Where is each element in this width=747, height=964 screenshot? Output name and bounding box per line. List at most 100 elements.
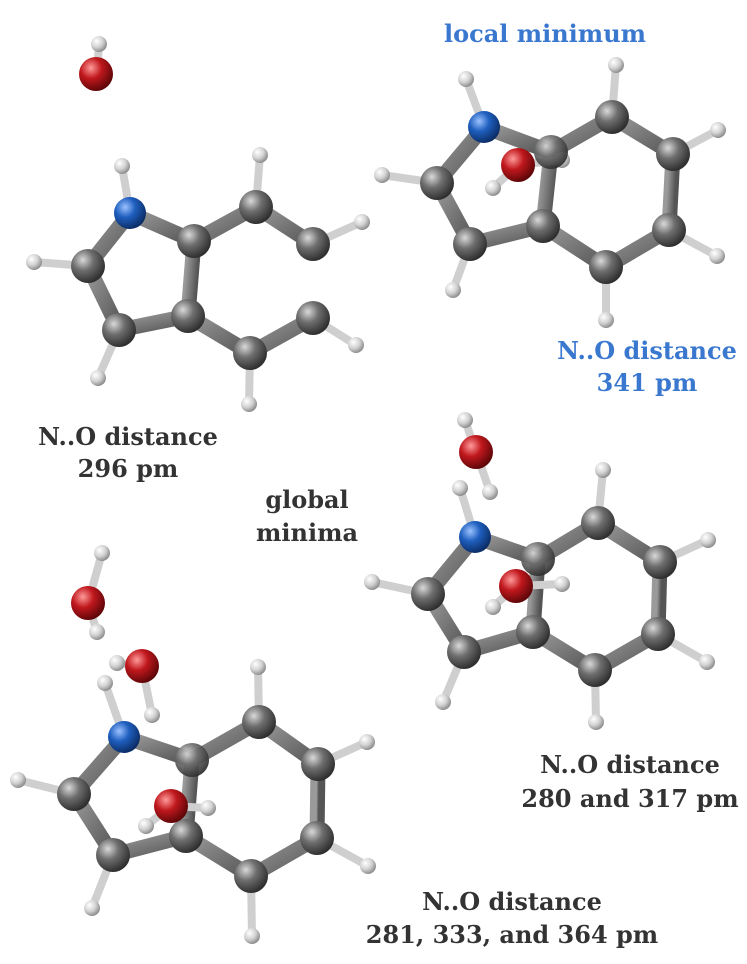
nitrogen-atom [114,197,146,229]
oxygen-atom [79,57,113,91]
water-molecule [79,36,113,91]
carbon-atom [175,743,209,777]
hydrogen-atom [699,654,715,670]
structure-3-distance-label: N..O distance [540,750,720,779]
hydrogen-atom [457,412,473,428]
hydrogen-atom [26,254,42,270]
carbon-atom [521,542,555,576]
hydrogen-atom [90,370,106,386]
local-minimum-label: local minimum [444,19,646,48]
carbon-atom [643,545,677,579]
hydrogen-atom [374,167,390,183]
structure-3-distance-value: 280 and 317 pm [521,784,738,813]
carbon-atom [595,100,629,134]
carbon-atom [453,227,487,261]
indole-atoms [374,57,726,328]
hydrogen-atom [144,707,160,723]
global-minima-label-line2: minima [256,518,358,547]
nitrogen-atom [108,721,140,753]
hydrogen-atom [359,734,375,750]
carbon-atom [239,190,273,224]
oxygen-atom [501,148,535,182]
hydrogen-atom [250,659,266,675]
carbon-atom [641,617,675,651]
water-molecule [485,569,570,615]
carbon-atom [301,747,335,781]
structure-4-distance-value: 281, 333, and 364 pm [366,920,658,949]
hydrogen-atom [435,694,451,710]
hydrogen-atom [608,57,624,73]
carbon-atom [526,209,560,243]
nitrogen-atom [459,521,491,553]
hydrogen-atom [91,36,107,52]
structure-3-indole-two-waters [364,412,716,730]
water-molecule [138,789,216,834]
carbon-atom [578,653,612,687]
hydrogen-atom [458,71,474,87]
oxygen-atom [499,569,533,603]
hydrogen-atom [554,576,570,592]
hydrogen-atom [485,599,501,615]
carbon-atom [57,777,91,811]
hydrogen-atom [700,532,716,548]
carbon-atom [656,137,690,171]
structure-4-indole-three-waters [10,545,376,944]
hydrogen-atom [244,928,260,944]
carbon-atom [300,821,334,855]
indole-atoms [364,462,716,730]
hydrogen-atom [348,337,364,353]
structure-4-distance-label: N..O distance [422,887,602,916]
oxygen-atom [71,586,105,620]
water-molecule [71,545,110,640]
carbon-atom [411,577,445,611]
hydrogen-atom [485,180,501,196]
carbon-atom [534,135,568,169]
hydrogen-atom [114,158,130,174]
hydrogen-atom [138,818,154,834]
carbon-atom [71,249,105,283]
carbon-atom [233,336,267,370]
carbon-atom [96,838,130,872]
nitrogen-atom [468,111,500,143]
carbon-atom [420,166,454,200]
indole-atoms [26,147,370,412]
carbon-atom [589,250,623,284]
hydrogen-atom [94,545,110,561]
hydrogen-atom [445,282,461,298]
hydrogen-atom [710,122,726,138]
carbon-atom [169,819,203,853]
hydrogen-atom [84,900,100,916]
structure-2-distance-value: 341 pm [597,368,698,397]
hydrogen-atom [588,714,604,730]
carbon-atom [516,615,550,649]
water-molecule [109,649,160,723]
carbon-atom [102,313,136,347]
hydrogen-atom [364,574,380,590]
global-minima-label-line1: global [265,485,348,514]
carbon-atom [242,705,276,739]
structure-1-distance-label: N..O distance [38,422,218,451]
oxygen-atom [459,435,493,469]
hydrogen-atom [200,800,216,816]
hydrogen-atom [598,312,614,328]
carbon-atom [296,301,330,335]
structure-1-indole-water [26,36,370,412]
hydrogen-atom [482,484,498,500]
carbon-atom [177,224,211,258]
structure-2-distance-label: N..O distance [557,336,737,365]
carbon-atom [234,859,268,893]
hydrogen-atom [354,214,370,230]
hydrogen-atom [360,858,376,874]
carbon-atom [171,299,205,333]
hydrogen-atom [97,675,113,691]
carbon-atom [652,213,686,247]
carbon-atom [447,635,481,669]
indole-atoms [10,659,376,944]
structure-2-indole-water-local-minimum [374,57,726,328]
water-molecule [457,412,498,500]
carbon-atom [581,506,615,540]
structure-1-distance-value: 296 pm [78,454,179,483]
carbon-atom [296,227,330,261]
hydrogen-atom [595,462,611,478]
